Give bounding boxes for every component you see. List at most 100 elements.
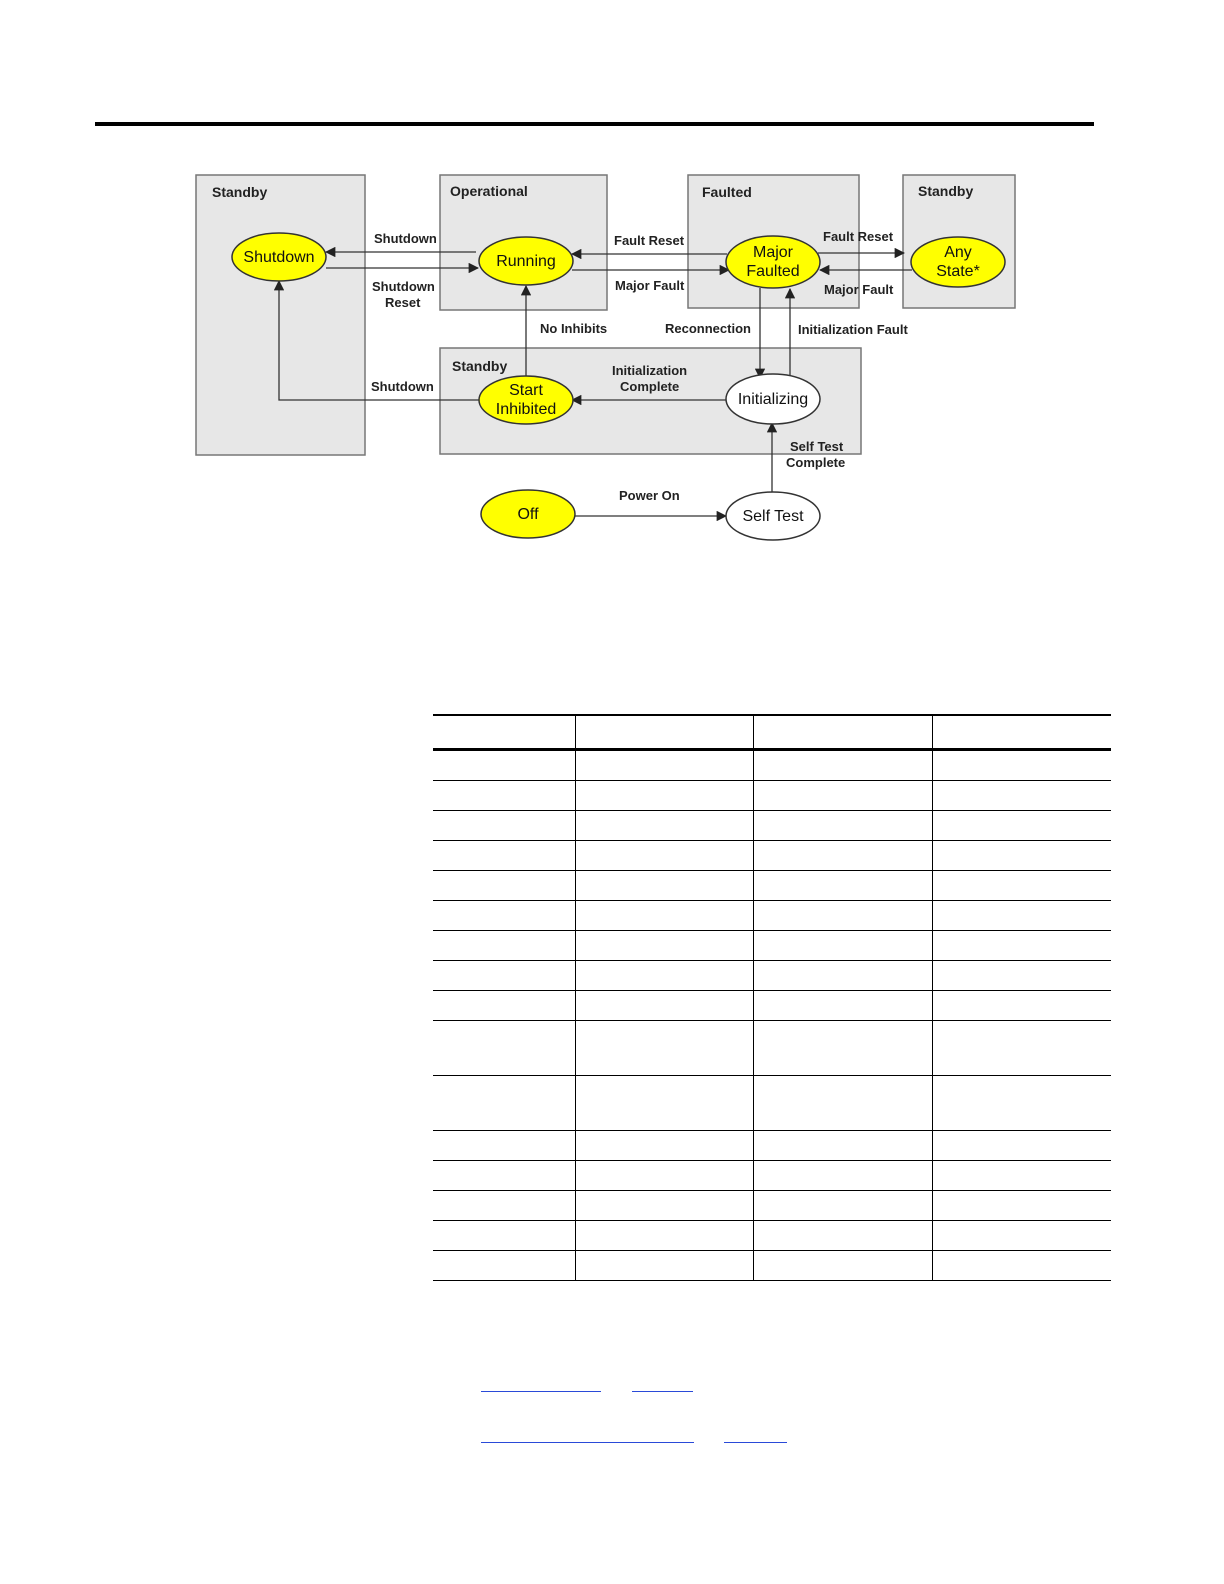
table-cell <box>433 991 576 1020</box>
state-diagram: Standby Operational Faulted Standby Stan… <box>195 174 1016 541</box>
state-initializing-label: Initializing <box>738 391 808 408</box>
group-standby-left-label: Standby <box>212 184 267 200</box>
table-header-cell <box>754 716 933 748</box>
table-cell <box>933 1191 1111 1220</box>
table-cell <box>433 1191 576 1220</box>
table-row <box>433 1131 1111 1161</box>
label-shutdown-reset-2: Reset <box>385 295 421 310</box>
state-self-test-label: Self Test <box>742 508 804 525</box>
label-no-inhibits: No Inhibits <box>540 321 607 336</box>
state-initializing <box>725 373 821 425</box>
table-cell <box>433 1131 576 1160</box>
table-cell <box>433 961 576 990</box>
state-major-faulted-line2: Faulted <box>746 263 799 280</box>
table-row <box>433 901 1111 931</box>
table-top-rule <box>433 714 1111 716</box>
group-faulted-label: Faulted <box>702 184 752 200</box>
table-cell <box>933 1161 1111 1190</box>
table-cell <box>933 901 1111 930</box>
label-reconnection: Reconnection <box>665 321 751 336</box>
table-cell <box>433 1161 576 1190</box>
table-cell <box>754 1161 933 1190</box>
label-shutdown-reset-1: Shutdown <box>372 279 435 294</box>
table-row <box>433 871 1111 901</box>
label-power-on: Power On <box>619 488 680 503</box>
table-cell <box>933 1251 1111 1280</box>
table-cell <box>933 811 1111 840</box>
table-cell <box>933 991 1111 1020</box>
table-cell <box>576 901 754 930</box>
link-1b[interactable] <box>632 1391 693 1392</box>
table-cell <box>754 1221 933 1250</box>
table-cell <box>433 871 576 900</box>
link-1a[interactable] <box>481 1391 601 1392</box>
table-cell <box>754 1076 933 1130</box>
table-cell <box>754 1131 933 1160</box>
table-cell <box>754 751 933 780</box>
table-cell <box>576 781 754 810</box>
table-header-cell <box>576 716 754 748</box>
table-cell <box>754 961 933 990</box>
table-cell <box>933 751 1111 780</box>
label-init-complete-1: Initialization <box>612 363 687 378</box>
table-cell <box>754 1251 933 1280</box>
table-cell <box>933 1076 1111 1130</box>
state-off-label: Off <box>517 506 539 523</box>
table-row <box>433 811 1111 841</box>
table-cell <box>933 931 1111 960</box>
table-cell <box>433 1221 576 1250</box>
table-cell <box>754 781 933 810</box>
table-row <box>433 1021 1111 1076</box>
label-major-fault-right: Major Fault <box>824 282 894 297</box>
table-cell <box>933 871 1111 900</box>
label-shutdown-bottom: Shutdown <box>371 379 434 394</box>
table-cell <box>576 1251 754 1280</box>
table-cell <box>576 991 754 1020</box>
table-row <box>433 781 1111 811</box>
table-cell <box>754 841 933 870</box>
table-cell <box>754 931 933 960</box>
state-shutdown <box>231 232 327 282</box>
state-self-test <box>725 491 821 541</box>
state-start-inhibited-line2: Inhibited <box>496 401 557 418</box>
table-row <box>433 841 1111 871</box>
table-row <box>433 931 1111 961</box>
state-major-faulted-line1: Major <box>753 244 794 261</box>
label-init-complete-2: Complete <box>620 379 679 394</box>
table-row <box>433 961 1111 991</box>
table-cell <box>933 841 1111 870</box>
state-running <box>478 236 574 286</box>
page-top-rule <box>95 122 1094 126</box>
state-major-faulted <box>725 235 821 289</box>
state-any-line2: State* <box>936 263 980 280</box>
table-cell <box>576 1191 754 1220</box>
label-initialization-fault: Initialization Fault <box>798 322 908 337</box>
table-cell <box>576 1131 754 1160</box>
link-2a[interactable] <box>481 1442 694 1443</box>
table-row <box>433 1161 1111 1191</box>
state-any-line1: Any <box>944 244 972 261</box>
link-2b[interactable] <box>724 1442 787 1443</box>
table-cell <box>576 841 754 870</box>
table-cell <box>433 811 576 840</box>
state-off <box>480 489 576 539</box>
table-row <box>433 751 1111 781</box>
label-selftest-complete-2: Complete <box>786 455 845 470</box>
table-cell <box>754 901 933 930</box>
table-cell <box>754 811 933 840</box>
table-row <box>433 1221 1111 1251</box>
table-cell <box>933 1221 1111 1250</box>
state-start-inhibited <box>478 375 574 425</box>
table-row <box>433 1251 1111 1281</box>
table-cell <box>576 961 754 990</box>
table-cell <box>433 931 576 960</box>
state-shutdown-label: Shutdown <box>243 249 314 266</box>
table-cell <box>754 991 933 1020</box>
attribute-table <box>433 714 1111 1281</box>
table-cell <box>933 1131 1111 1160</box>
label-fault-reset-right: Fault Reset <box>823 229 894 244</box>
table-row <box>433 1191 1111 1221</box>
table-cell <box>433 1021 576 1075</box>
table-cell <box>933 781 1111 810</box>
table-header-row <box>433 716 1111 751</box>
